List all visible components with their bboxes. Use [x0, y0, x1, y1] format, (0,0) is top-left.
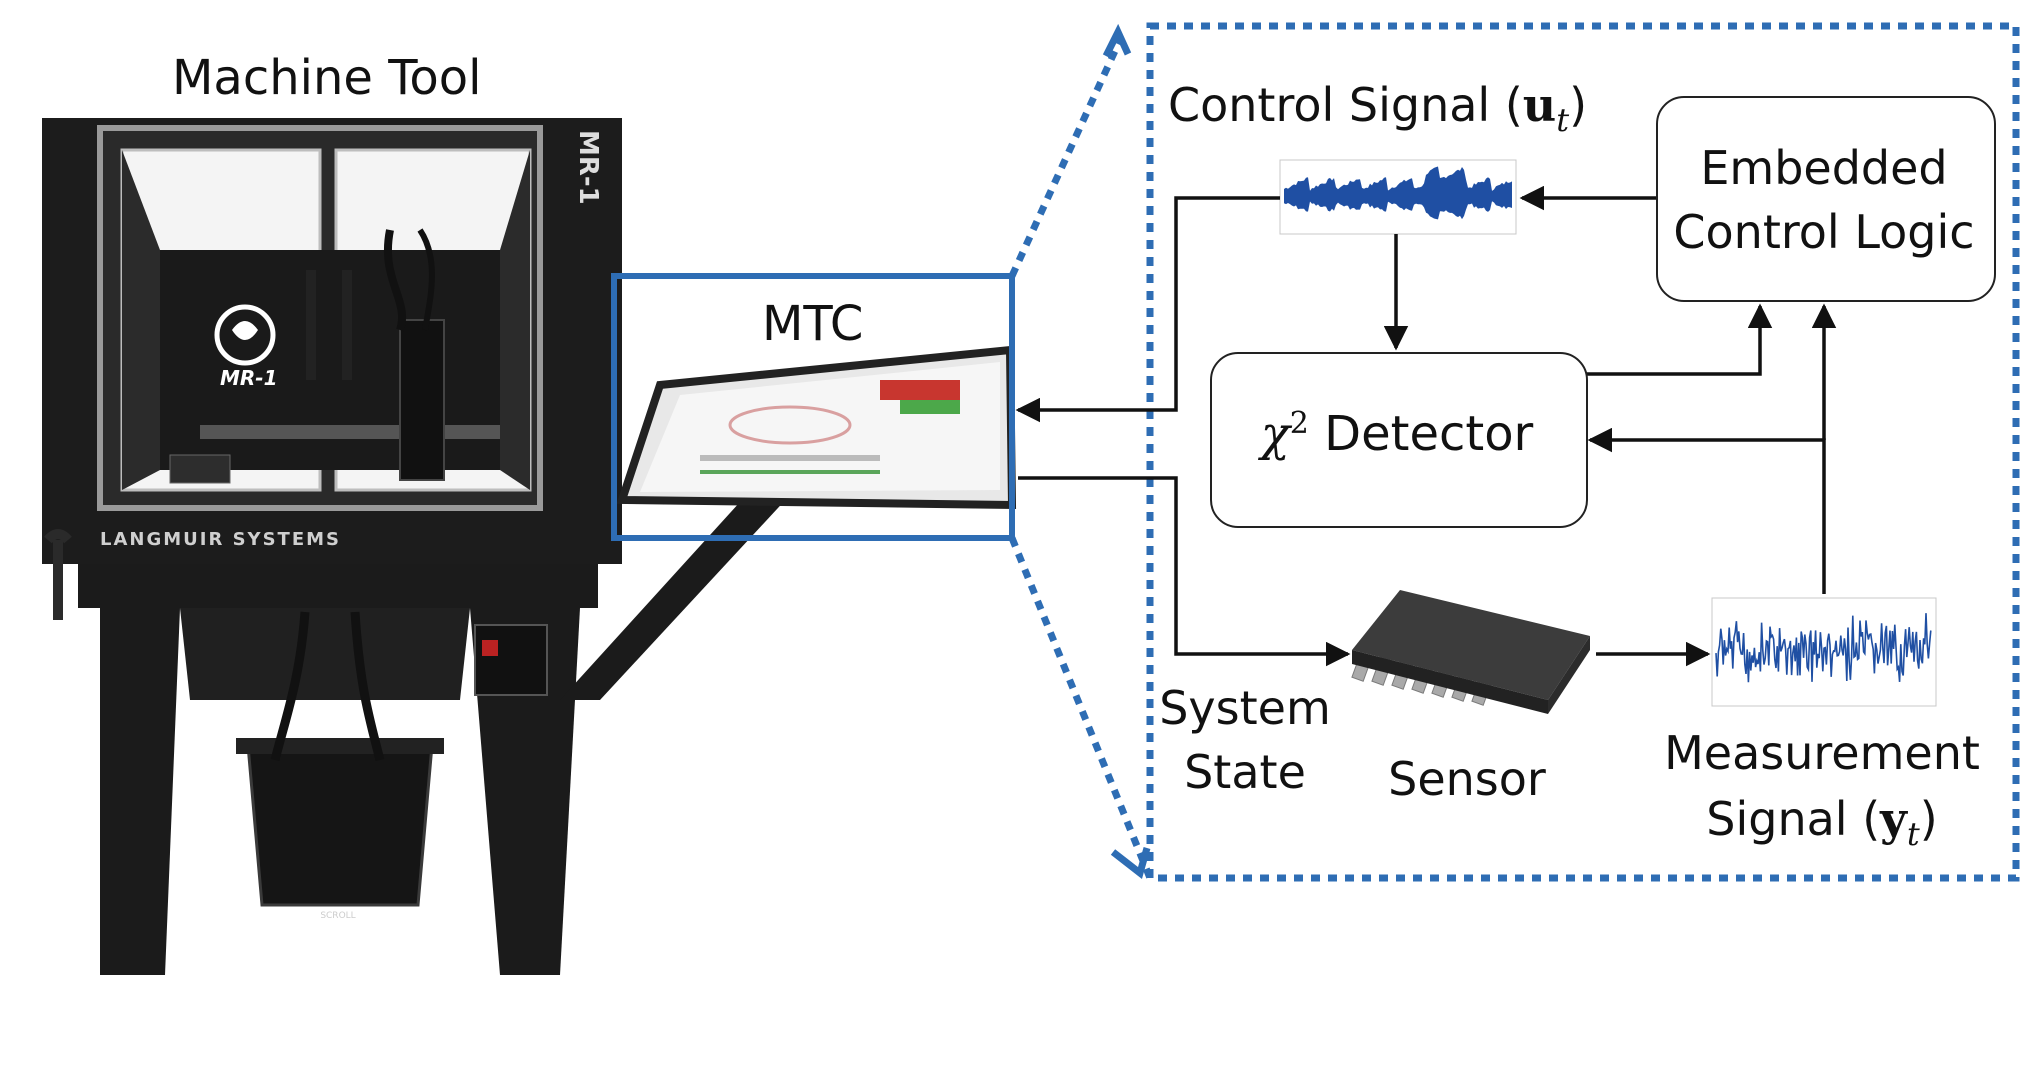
measurement-subscript: t	[1906, 815, 1920, 854]
control-signal-suffix: )	[1569, 78, 1588, 132]
measurement-line-2: Signal (yt)	[1652, 786, 1992, 867]
diagram-arrows	[1015, 185, 1837, 667]
zoom-arrow-top	[1102, 23, 1132, 58]
machine-tool-label: Machine Tool	[172, 50, 482, 106]
arrow-control-to-mtc	[1015, 196, 1280, 423]
scroll-hint-text: SCROLL	[320, 911, 355, 921]
chi-square-detector-box	[1210, 352, 1588, 528]
mtc-label: MTC	[762, 296, 864, 352]
measurement-signal-label: Measurement Signal (yt)	[1652, 720, 1992, 867]
system-state-label: System State	[1156, 676, 1334, 804]
system-state-line-2: State	[1184, 745, 1306, 799]
arrow-measurement-to-detector	[1587, 427, 1826, 594]
arrow-detector-to-logic	[1584, 303, 1773, 376]
machine-brand-text: LANGMUIR SYSTEMS	[100, 529, 341, 550]
zoom-frame	[1008, 22, 2020, 882]
system-state-line-1: System	[1159, 681, 1331, 735]
zoom-arrow-bottom	[1110, 847, 1151, 879]
control-signal-symbol: u	[1522, 78, 1557, 132]
chi-square-detector-label: χ2 Detector	[1210, 406, 1584, 462]
control-signal-plot	[1279, 159, 1517, 235]
arrow-mtc-to-sensor	[1018, 476, 1351, 667]
control-signal-subscript: t	[1556, 101, 1570, 140]
embedded-line-1: Embedded	[1700, 141, 1948, 195]
sensor-chip-icon	[1351, 590, 1590, 714]
detector-chi-symbol: χ	[1260, 406, 1290, 462]
machine-logo-text: MR-1	[220, 366, 278, 390]
measurement-line-1: Measurement	[1664, 726, 1980, 780]
mtc-highlight-box	[611, 273, 1015, 541]
detector-superscript: 2	[1289, 406, 1309, 441]
control-signal-label: Control Signal (ut)	[1168, 78, 1587, 139]
detector-text: Detector	[1308, 406, 1534, 462]
measurement-symbol: y	[1880, 792, 1907, 846]
measurement-signal-plot	[1711, 597, 1937, 707]
mtc-monitor	[616, 345, 1017, 510]
sensor-label: Sensor	[1388, 752, 1546, 806]
measurement-suffix: )	[1919, 792, 1938, 846]
embedded-control-logic-label: Embedded Control Logic	[1656, 136, 1992, 264]
measurement-prefix: Signal (	[1706, 792, 1881, 846]
embedded-line-2: Control Logic	[1673, 205, 1975, 259]
control-signal-prefix: Control Signal (	[1168, 78, 1523, 132]
machine-side-model-text: MR-1	[573, 130, 603, 205]
machine-tool-illustration: MR-1 MR-1 LANGMUIR SYSTEMS	[42, 118, 790, 975]
embedded-control-logic-box	[1656, 96, 1996, 302]
